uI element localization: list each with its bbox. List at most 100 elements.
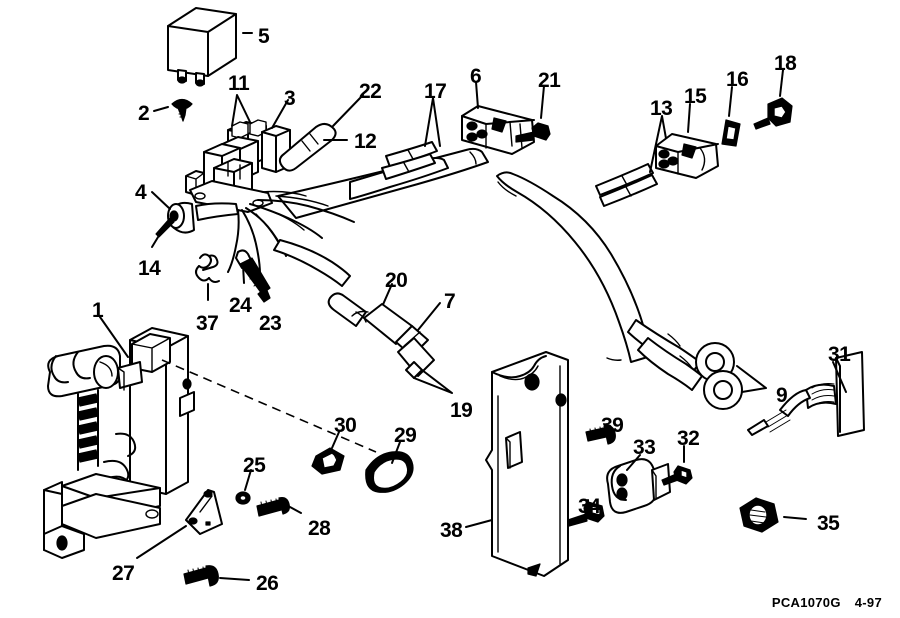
harness-center-lower bbox=[273, 239, 351, 287]
callout-39: 39 bbox=[601, 414, 624, 437]
part-relay-cube bbox=[167, 7, 237, 87]
callout-2: 2 bbox=[138, 102, 150, 125]
callout-25: 25 bbox=[243, 454, 266, 477]
part-grommet-4 bbox=[155, 201, 195, 238]
callout-31: 31 bbox=[828, 343, 851, 366]
callout-29: 29 bbox=[394, 424, 417, 447]
leader-39 bbox=[603, 423, 612, 433]
leader-33 bbox=[626, 454, 641, 471]
leader-35 bbox=[783, 516, 807, 520]
leader-30 bbox=[331, 431, 340, 449]
callout-32: 32 bbox=[677, 427, 700, 450]
callout-20: 20 bbox=[385, 269, 408, 292]
leader-14 bbox=[151, 223, 167, 248]
part-connector-33 bbox=[606, 458, 671, 514]
part-washer-25 bbox=[235, 491, 251, 505]
drawing-footer: PCA1070G 4-97 bbox=[772, 595, 882, 610]
part-screw-2 bbox=[171, 98, 193, 122]
callout-13: 13 bbox=[650, 97, 673, 120]
part-screw-39 bbox=[585, 425, 616, 445]
leader-38 bbox=[465, 519, 493, 528]
assembly-dash-line bbox=[161, 359, 377, 453]
leader-26 bbox=[219, 577, 250, 581]
part-screw-28 bbox=[256, 497, 290, 517]
callout-5: 5 bbox=[258, 25, 270, 48]
leader-25 bbox=[244, 469, 252, 491]
leader-16 bbox=[728, 86, 733, 117]
callout-16: 16 bbox=[726, 68, 749, 91]
part-wire-clip-37 bbox=[195, 253, 220, 283]
part-wire-sleeve-17 bbox=[381, 141, 438, 180]
leader-19 bbox=[413, 369, 453, 394]
leader-22 bbox=[332, 94, 364, 127]
callout-33: 33 bbox=[633, 436, 656, 459]
part-connector-15 bbox=[655, 133, 719, 179]
callout-11: 11 bbox=[228, 72, 250, 95]
part-bracket-27 bbox=[185, 489, 223, 535]
part-wire-lead-20 bbox=[327, 292, 367, 327]
callout-22: 22 bbox=[359, 80, 382, 103]
part-solenoid-bracket-1 bbox=[43, 327, 195, 559]
callout-30: 30 bbox=[334, 414, 357, 437]
harness-main-cable bbox=[496, 171, 652, 363]
part-wire-boot-22 bbox=[278, 123, 337, 172]
callout-21: 21 bbox=[538, 69, 561, 92]
callout-26: 26 bbox=[256, 572, 279, 595]
callout-12: 12 bbox=[354, 130, 377, 153]
drawing-code: PCA1070G bbox=[771, 595, 841, 610]
callout-19: 19 bbox=[450, 399, 473, 422]
leader-6 bbox=[475, 81, 479, 109]
callout-34: 34 bbox=[578, 495, 601, 518]
part-grommet-pad-29 bbox=[365, 451, 414, 493]
leader-24 bbox=[242, 264, 245, 284]
leader-3 bbox=[271, 99, 289, 129]
part-cover-panel-38 bbox=[485, 351, 569, 577]
part-terminal-32 bbox=[661, 465, 693, 486]
leader-21 bbox=[540, 85, 545, 119]
callout-24: 24 bbox=[229, 294, 252, 317]
part-plate-31 bbox=[747, 351, 865, 437]
harness-left-lower bbox=[195, 202, 239, 221]
callout-18: 18 bbox=[774, 52, 797, 75]
callout-35: 35 bbox=[817, 512, 840, 535]
leader-4 bbox=[151, 191, 171, 210]
part-wire-sleeve-13 bbox=[595, 163, 658, 207]
callout-4: 4 bbox=[135, 181, 147, 204]
callout-23: 23 bbox=[259, 312, 282, 335]
part-clip-30 bbox=[311, 447, 345, 475]
leader-18 bbox=[779, 69, 784, 97]
revision-date: 4-97 bbox=[854, 595, 882, 610]
part-screw-26 bbox=[183, 565, 219, 587]
callout-17: 17 bbox=[424, 80, 447, 103]
leader-29 bbox=[391, 441, 401, 464]
leader-17 bbox=[424, 97, 441, 147]
part-hexnut-35 bbox=[739, 497, 779, 533]
leader-2 bbox=[153, 106, 169, 112]
leader-9 bbox=[736, 365, 767, 393]
callout-6: 6 bbox=[470, 65, 482, 88]
callout-7: 7 bbox=[444, 290, 456, 313]
part-relay-block-cluster bbox=[185, 119, 291, 213]
part-wedge-lock-16 bbox=[721, 119, 741, 147]
part-connector-6 bbox=[461, 105, 535, 155]
part-terminal-21 bbox=[515, 122, 551, 143]
callout-15: 15 bbox=[684, 85, 707, 108]
callout-1: 1 bbox=[92, 299, 104, 322]
callout-28: 28 bbox=[308, 517, 331, 540]
part-ring-terminals-9 bbox=[627, 319, 743, 410]
callout-14: 14 bbox=[138, 257, 161, 280]
part-terminal-clip-18 bbox=[753, 97, 793, 130]
callout-37: 37 bbox=[196, 312, 219, 335]
leader-23 bbox=[260, 283, 265, 301]
callout-27: 27 bbox=[112, 562, 135, 585]
leader-1 bbox=[99, 316, 129, 358]
callout-3: 3 bbox=[284, 87, 296, 110]
leader-11 bbox=[231, 94, 251, 127]
callout-9: 9 bbox=[776, 384, 788, 407]
callout-38: 38 bbox=[440, 519, 463, 542]
leader-31 bbox=[832, 361, 847, 393]
leader-27 bbox=[136, 525, 187, 559]
leader-28 bbox=[289, 506, 302, 514]
